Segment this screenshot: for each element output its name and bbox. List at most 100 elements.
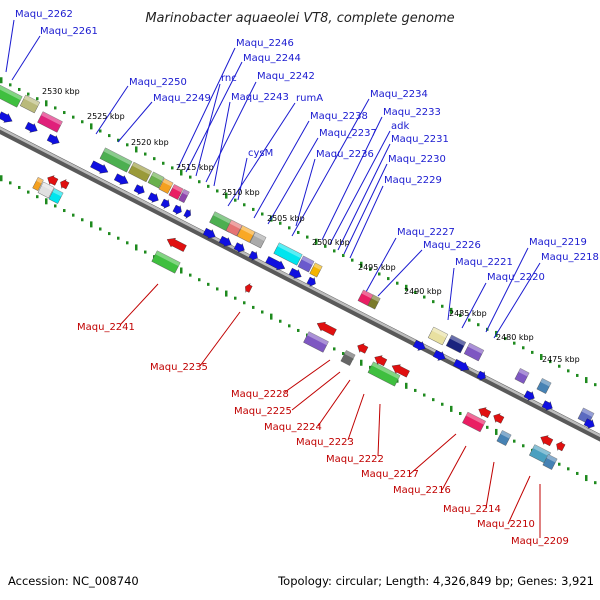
gene-label[interactable]: Maqu_2217	[361, 469, 419, 480]
tick-mark	[279, 319, 282, 323]
gene-label[interactable]: Maqu_2225	[234, 406, 292, 417]
gene-arrow-shape	[24, 121, 38, 133]
feature-rect	[445, 334, 467, 354]
gene-label[interactable]: rnc	[221, 73, 237, 84]
kbp-label: 2475 kbp	[542, 355, 580, 364]
tick-mark	[297, 230, 300, 234]
gene-label[interactable]: Maqu_2214	[443, 504, 501, 515]
feature-highlight	[229, 219, 243, 229]
feature-block	[297, 255, 315, 273]
tick-mark	[180, 169, 183, 176]
gene-label[interactable]: Maqu_2219	[529, 237, 587, 248]
gene-label[interactable]: Maqu_2246	[236, 38, 294, 49]
feature-rect	[19, 94, 41, 114]
gene-label[interactable]: Maqu_2237	[319, 128, 377, 139]
gene-arrow	[478, 407, 492, 419]
gene-arrow-shape	[113, 173, 129, 185]
feature-highlight	[301, 255, 315, 265]
feature-block	[427, 326, 449, 346]
tick-mark	[414, 388, 417, 392]
tick-mark	[459, 411, 462, 415]
connector-line	[321, 116, 383, 241]
feature-block	[37, 111, 63, 133]
gene-label[interactable]: rumA	[296, 93, 323, 104]
label-connectors	[5, 19, 541, 538]
gene-arrow	[476, 370, 486, 381]
gene-label[interactable]: Maqu_2216	[393, 485, 451, 496]
feature-rect	[178, 189, 190, 203]
feature-block	[225, 219, 243, 237]
gene-label[interactable]: Maqu_2238	[310, 111, 368, 122]
connector-line	[227, 102, 296, 207]
feature-highlight	[103, 147, 133, 166]
connector-line	[461, 282, 487, 329]
gene-label[interactable]: Maqu_2227	[397, 227, 455, 238]
feature-highlight	[240, 225, 255, 236]
tick-mark	[234, 198, 237, 202]
gene-label[interactable]: Maqu_2222	[326, 454, 384, 465]
gene-label[interactable]: Maqu_2249	[153, 93, 211, 104]
gene-label[interactable]: Maqu_2210	[477, 519, 535, 530]
connector-line	[95, 85, 129, 135]
tick-mark	[198, 180, 201, 184]
gene-label[interactable]: Maqu_2250	[129, 77, 187, 88]
tick-mark	[198, 278, 201, 282]
gene-arrow-shape	[316, 321, 337, 336]
tick-mark	[27, 92, 30, 96]
connector-line	[343, 163, 388, 255]
feature-rect	[151, 250, 181, 274]
gene-label[interactable]: Maqu_2230	[388, 154, 446, 165]
gene-label[interactable]: Maqu_2226	[423, 240, 481, 251]
tick-mark	[126, 241, 129, 245]
gene-label[interactable]: Maqu_2243	[231, 92, 289, 103]
feature-highlight	[0, 84, 23, 101]
feature-block	[236, 225, 256, 243]
kbp-label: 2520 kbp	[131, 138, 169, 147]
gene-label[interactable]: Maqu_2224	[264, 422, 322, 433]
gene-arrow-shape	[306, 276, 316, 287]
gene-label[interactable]: Maqu_2261	[40, 26, 98, 37]
gene-label[interactable]: Maqu_2244	[243, 53, 301, 64]
gene-label[interactable]: Maqu_2234	[370, 89, 428, 100]
feature-rect	[496, 430, 512, 446]
gene-label[interactable]: Maqu_2220	[487, 272, 545, 283]
gene-label[interactable]: Maqu_2229	[384, 175, 442, 186]
kbp-label: 2485 kbp	[449, 309, 487, 318]
feature-rect	[147, 171, 165, 189]
tick-mark	[135, 146, 138, 153]
gene-label[interactable]: Maqu_2228	[231, 389, 289, 400]
gene-arrow	[540, 435, 554, 447]
feature-highlight	[518, 368, 530, 377]
gene-arrow	[541, 400, 553, 411]
tick-mark	[54, 106, 57, 110]
gene-label[interactable]: Maqu_2242	[257, 71, 315, 82]
gene-label[interactable]: Maqu_2236	[316, 149, 374, 160]
gene-label[interactable]: adk	[391, 121, 409, 132]
feature-highlight	[41, 181, 55, 191]
gene-label[interactable]: Maqu_2223	[296, 437, 354, 448]
gene-label[interactable]: Maqu_2221	[455, 257, 513, 268]
gene-label[interactable]: Maqu_2231	[391, 134, 449, 145]
feature-rect	[37, 181, 55, 199]
gene-label[interactable]: Maqu_2235	[150, 362, 208, 373]
gene-label[interactable]: Maqu_2241	[77, 322, 135, 333]
feature-highlight	[41, 111, 63, 126]
tick-mark	[522, 444, 525, 448]
connector-line	[284, 359, 331, 393]
gene-label[interactable]: Maqu_2218	[541, 252, 599, 263]
feature-block	[99, 147, 133, 173]
gene-arrow-shape	[245, 283, 253, 294]
tick-mark	[117, 138, 120, 142]
gene-label[interactable]: cysM	[248, 148, 273, 159]
gene-label[interactable]: Maqu_2209	[511, 536, 569, 547]
gene-arrow-shape	[202, 227, 216, 239]
gene-label[interactable]: Maqu_2262	[15, 9, 73, 20]
tick-mark	[585, 377, 588, 384]
gene-label[interactable]: Maqu_2233	[383, 107, 441, 118]
tick-mark	[72, 115, 75, 119]
tick-mark	[351, 258, 354, 262]
gene-arrow	[166, 237, 187, 252]
genome-backbone	[0, 126, 600, 442]
tick-mark	[423, 295, 426, 299]
feature-block	[158, 178, 174, 194]
